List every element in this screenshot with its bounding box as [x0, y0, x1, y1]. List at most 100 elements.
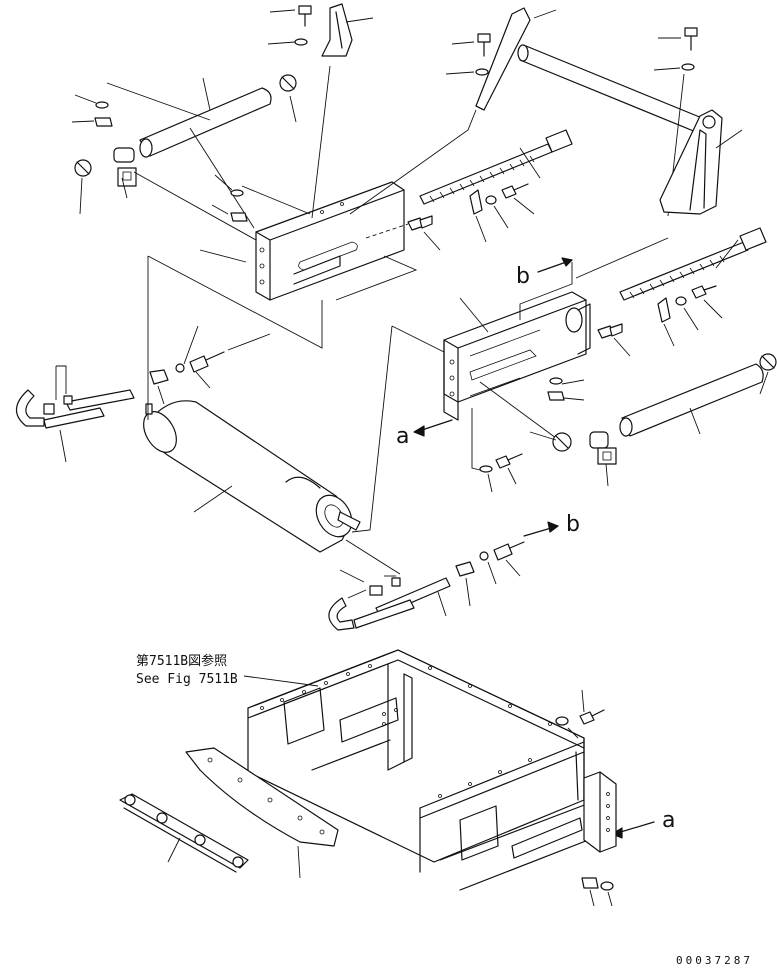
leader-line: [345, 17, 374, 23]
clamp-block-left: [113, 147, 137, 187]
grease-fitting-lower: [597, 323, 623, 339]
drawing-code: 00037287: [676, 954, 753, 967]
washer-top-right: [681, 63, 695, 71]
leader-line: [703, 299, 723, 319]
nut-cylinder-upper: [149, 369, 169, 385]
leader-line: [465, 577, 471, 607]
leader-line: [459, 297, 489, 333]
tension-cylinder: [143, 400, 361, 553]
leader-line: [715, 239, 739, 269]
bolt-top-right: [684, 27, 698, 51]
leader-line: [289, 95, 297, 123]
hose-clamp-top-left: [279, 74, 297, 92]
leader-line: [269, 9, 296, 13]
leader-line: [519, 262, 573, 320]
leader-line: [106, 82, 211, 121]
leader-line: [339, 569, 365, 583]
bolt-top-center: [477, 33, 491, 57]
leader-line: [133, 171, 257, 241]
leader-line-reference: [243, 675, 319, 687]
callout-b-bottom: b: [566, 512, 580, 537]
mount-bracket-center: [475, 7, 531, 111]
arrow-a-right: [611, 821, 655, 839]
leader-line: [71, 120, 95, 123]
leader-line: [487, 473, 493, 493]
leader-line: [505, 559, 521, 577]
leader-line: [74, 94, 97, 104]
leader-line: [297, 845, 301, 879]
washer-mid-right: [479, 465, 493, 473]
washer-lower: [675, 296, 687, 306]
leader-line: [423, 231, 441, 251]
clamp-block-right: [589, 431, 617, 465]
callout-a-left: a: [396, 424, 410, 449]
leader-line: [193, 485, 233, 513]
leader-line: [211, 204, 229, 215]
leader-line: [563, 397, 585, 401]
leader-line: [519, 147, 541, 179]
bolt-frame: [579, 709, 605, 725]
hose-upper: [15, 389, 135, 429]
leader-line: [391, 325, 445, 353]
leader-line: [79, 177, 83, 215]
hose-lower: [328, 577, 451, 631]
tensioner-frame-right: [443, 291, 591, 421]
hose-clamp-left: [74, 159, 92, 177]
arrow-a-left: [413, 419, 453, 437]
leader-line: [529, 431, 557, 441]
leader-line: [445, 71, 475, 75]
track-frame: [247, 649, 615, 891]
leader-line: [451, 41, 475, 45]
clip-lower: [391, 577, 401, 587]
washer-top-center: [475, 68, 489, 76]
leader-line: [683, 307, 699, 331]
washer-far-left: [95, 101, 109, 109]
spacer-tube-left: [139, 87, 272, 158]
leader-line: [607, 891, 613, 907]
washer-top-left: [294, 38, 308, 46]
sleeve-upper: [43, 403, 55, 415]
leader-line: [613, 337, 631, 357]
leader-line: [605, 463, 609, 487]
washer-frame-bolt: [555, 716, 569, 726]
fitting-cylinder-lower: [493, 541, 525, 561]
callout-a-right: a: [662, 808, 676, 833]
reference-note-en: See Fig 7511B: [136, 672, 238, 687]
lock-plate-upper: [469, 189, 483, 215]
leader-line: [59, 429, 67, 463]
leader-line: [533, 9, 557, 19]
nut-frame-left: [230, 212, 248, 222]
fitting-cylinder-upper: [189, 351, 225, 373]
washer-upper: [485, 195, 497, 205]
leader-line: [199, 249, 247, 263]
leader-line: [513, 197, 535, 215]
support-shaft: [517, 44, 703, 133]
leader-line: [347, 589, 367, 599]
leader-line: [493, 205, 509, 229]
callout-b-top: b: [516, 264, 530, 289]
leader-line: [475, 215, 487, 243]
leader-line: [581, 689, 585, 713]
tensioner-frame-left: [255, 181, 405, 301]
leader-line: [437, 591, 447, 617]
leader-line: [507, 467, 517, 485]
leader-line: [147, 255, 323, 349]
adjusting-rod-lower: [619, 227, 767, 301]
dashed-guide: [365, 223, 409, 239]
o-ring-cylinder-lower: [479, 551, 489, 561]
adjusting-rod-upper: [419, 129, 573, 205]
guard-plate: [185, 747, 339, 847]
o-ring-cylinder-upper: [175, 363, 185, 373]
clip-upper: [63, 395, 73, 405]
leader-line: [183, 325, 199, 365]
end-bracket-right: [583, 771, 617, 853]
leader-line: [202, 77, 211, 111]
bolt-lower: [691, 285, 717, 299]
leader-line: [479, 381, 557, 439]
leader-line: [471, 408, 481, 471]
leader-line: [349, 109, 477, 215]
leader-line: [241, 185, 311, 215]
leader-line: [487, 561, 497, 585]
